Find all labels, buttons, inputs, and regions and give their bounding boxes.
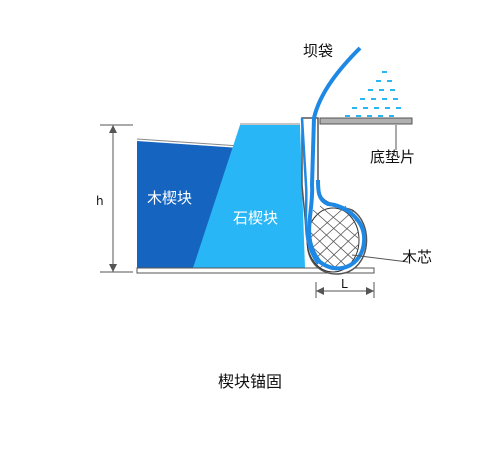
stone-wedge-shape — [193, 125, 305, 268]
dam-bag-membrane — [307, 46, 367, 271]
base-pad-label: 底垫片 — [370, 148, 415, 166]
wood-core-label: 木芯 — [402, 248, 432, 266]
length-dimension — [315, 282, 375, 298]
water-droplets — [345, 71, 401, 117]
wood-core-shape — [306, 205, 360, 273]
stone-wedge-label: 石楔块 — [233, 209, 278, 227]
height-dimension — [100, 124, 133, 273]
wood-wedge-label: 木楔块 — [147, 189, 192, 207]
wood-core-leader — [351, 254, 409, 263]
diagram-caption: 楔块锚固 — [217, 372, 282, 391]
foundation-base — [136, 267, 375, 274]
height-label: h — [96, 194, 104, 208]
dam-bag-inner-line — [300, 117, 320, 265]
dam-bag-label: 坝袋 — [303, 42, 333, 60]
wood-wedge-top-edge — [136, 138, 241, 147]
base-pad-plate — [319, 117, 413, 125]
length-label: L — [341, 277, 348, 291]
wood-wedge-shape — [137, 141, 240, 268]
